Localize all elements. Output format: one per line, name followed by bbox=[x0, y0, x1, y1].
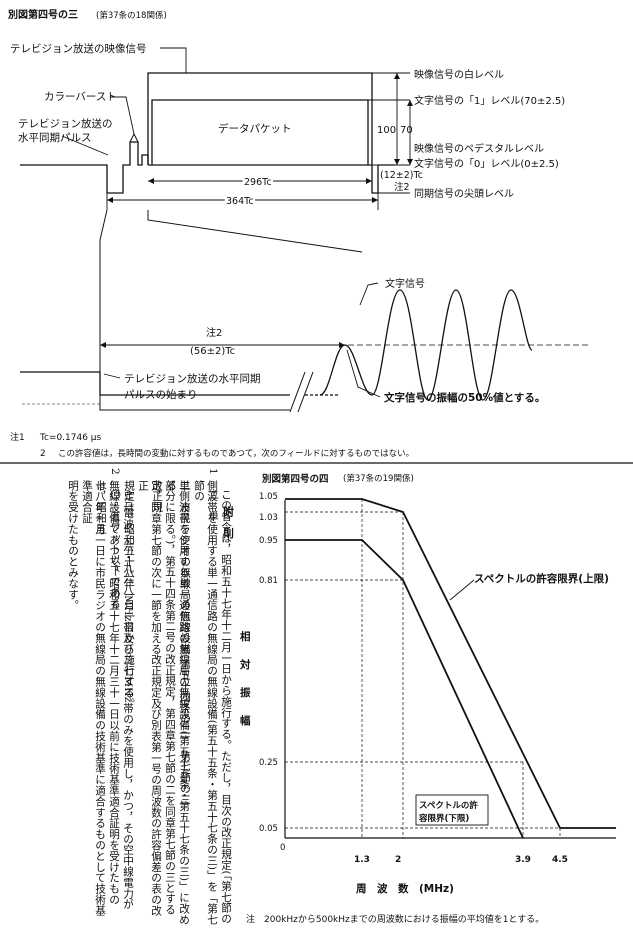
chart-note: 注 200kHzから500kHzまでの周波数における振幅の平均値を1とする。 bbox=[246, 913, 544, 925]
waveform-diagram: 別図第四号の三 (第37条の18関係) bbox=[0, 8, 633, 464]
label-data-packet: データパケット bbox=[218, 122, 292, 135]
label-video-signal: テレビジョン放送の映像信号 bbox=[10, 42, 147, 55]
supp-col8: A三電波二六・九六八MHz帯及び二七MHz帯のみを使用し，かつ，その空中線電力が… bbox=[109, 489, 134, 910]
supp-col4: 単側波帯を使用する単一通信路の無線局の無線設備(第五十五条・第五十七条の三)」に… bbox=[165, 480, 190, 925]
note2-b-arrow-left bbox=[100, 342, 106, 348]
label-sync-tip: 同期信号の尖頭レベル bbox=[414, 187, 514, 200]
upper-limit-label: スペクトルの許容限界(上限) bbox=[474, 572, 609, 585]
zoom-leaders bbox=[103, 282, 381, 398]
supp-head: 附 則 bbox=[222, 506, 234, 539]
note2-b-arrow-right bbox=[339, 342, 345, 348]
y-tick-label-0: 1.05 bbox=[259, 492, 278, 502]
lower-label-box bbox=[415, 794, 489, 826]
y-axis-label-2: 対 bbox=[239, 658, 251, 671]
y-tick-label-4: 0.25 bbox=[259, 758, 278, 768]
label-char-signal: 文字信号 bbox=[385, 277, 425, 290]
y-tick-label-1: 1.03 bbox=[259, 513, 278, 523]
label-tc-12: (12±2)Tc bbox=[380, 170, 423, 181]
x-tick-label-4: 4.5 bbox=[552, 855, 568, 865]
label-char-one: 文字信号の「1」レベル(70±2.5) bbox=[414, 94, 565, 107]
y-tick-label-2: 0.95 bbox=[259, 536, 278, 546]
supp-num2: 2 bbox=[109, 468, 121, 476]
y-axis-label-4: 幅 bbox=[240, 714, 251, 727]
y-axis-label-3: 振 bbox=[240, 686, 251, 699]
lower-limit-label-1: スペクトルの許 bbox=[419, 800, 478, 811]
label-tc-364: 364Tc bbox=[226, 196, 254, 207]
supp-col10: 十八年一月一日に市民ラジオの無線局の無線設備の技術基準に適合するものとして技術基… bbox=[81, 480, 106, 916]
label-hsync-start-2: パルスの始まり bbox=[124, 388, 198, 401]
upper-label-leader bbox=[449, 579, 475, 601]
note2-label: 2 bbox=[40, 449, 46, 459]
label-white-level: 映像信号の白レベル bbox=[414, 68, 504, 81]
note1-label: 注1 bbox=[10, 431, 25, 443]
series-line-1 bbox=[285, 539, 524, 839]
supp-col9: 無線設備であつて，昭和五十七年十二月三十一日以前に技術基準適合証明を受けたものは… bbox=[95, 480, 120, 906]
y-tick-label-6: 0 bbox=[280, 843, 285, 853]
lower-limit-label-2: 容限界(下限) bbox=[418, 813, 469, 824]
x-tick-label-2: 2 bbox=[395, 855, 401, 865]
x-tick-label-1: 1.3 bbox=[354, 855, 370, 865]
note1-text: Tc=0.1746 μs bbox=[39, 433, 102, 443]
x-tick-label-3: 3.9 bbox=[515, 855, 531, 865]
zoom-lines bbox=[99, 209, 363, 413]
supp-col5: 部分に限る。)，第五十四条第二号の改正規定，第四章第七節の二を同章第七節の三とす… bbox=[151, 480, 176, 916]
supp-col11: 明を受けたものとみなす。 bbox=[67, 480, 79, 611]
supp-num1: 1 bbox=[207, 468, 219, 476]
label-hsync-1: テレビジョン放送の bbox=[18, 117, 113, 130]
diagram-title-ref: (第37条の18関係) bbox=[96, 10, 167, 21]
leader-lines bbox=[61, 47, 411, 210]
label-color-burst: カラーバースト bbox=[44, 91, 117, 103]
y-tick-label-5: 0.05 bbox=[259, 824, 278, 834]
label-val-70: 70 bbox=[400, 125, 413, 136]
label-char-zero: 文字信号の「0」レベル(0±2.5) bbox=[414, 157, 559, 170]
supp-col7: 規定は，昭和五十八年一月一日から施行する。 bbox=[123, 480, 135, 709]
y-tick-label-3: 0.81 bbox=[259, 576, 278, 586]
chart-title: 別図第四号の四 bbox=[262, 474, 329, 485]
supp-col6: 定，同章第七節の次に一節を加える改正規定及び別表第一号の周波数の許容偏差の表の改… bbox=[137, 480, 162, 916]
note2-text: この許容値は，長時間の変動に対するものであつて，次のフィールドに対するものではな… bbox=[58, 448, 414, 459]
label-tc-296: 296Tc bbox=[244, 177, 272, 188]
y-axis-label-1: 相 bbox=[240, 630, 251, 643]
label-hsync-start-1: テレビジョン放送の水平同期 bbox=[124, 372, 261, 385]
x-axis-label: 周 波 数 (MHz) bbox=[356, 882, 454, 895]
series-line-0 bbox=[285, 498, 616, 829]
label-hsync-2: 水平同期パルス bbox=[18, 132, 92, 144]
label-tc-56: (56±2)Tc bbox=[190, 346, 235, 357]
supp-col2: 側波帯を使用する単一通信路の無線局の無線設備(第五十五条・第五十七条の三)」を「… bbox=[193, 480, 218, 925]
label-val-100: 100 bbox=[377, 125, 396, 136]
label-amp50: 文字信号の振幅の50%値とする。 bbox=[383, 391, 545, 404]
color-burst-mark bbox=[129, 132, 139, 143]
dimension-arrows bbox=[107, 73, 413, 203]
supp-col1: この省令は，昭和五十七年十二月一日から施行する。ただし，目次の改正規定(「第七節… bbox=[207, 489, 232, 925]
supp-col3: 二 市民ラジオの無線局の無線設備(第五十四条の二) 第七節の三 bbox=[179, 480, 191, 805]
upper-label-box bbox=[472, 570, 616, 586]
label-note2-a: 注2 bbox=[394, 181, 410, 193]
label-pedestal: 映像信号のペデスタルレベル bbox=[414, 142, 544, 155]
diagram-title: 別図第四号の三 bbox=[7, 8, 78, 21]
chart-title-ref: (第37条の19関係) bbox=[343, 474, 414, 484]
label-note2-b: 注2 bbox=[206, 326, 222, 339]
